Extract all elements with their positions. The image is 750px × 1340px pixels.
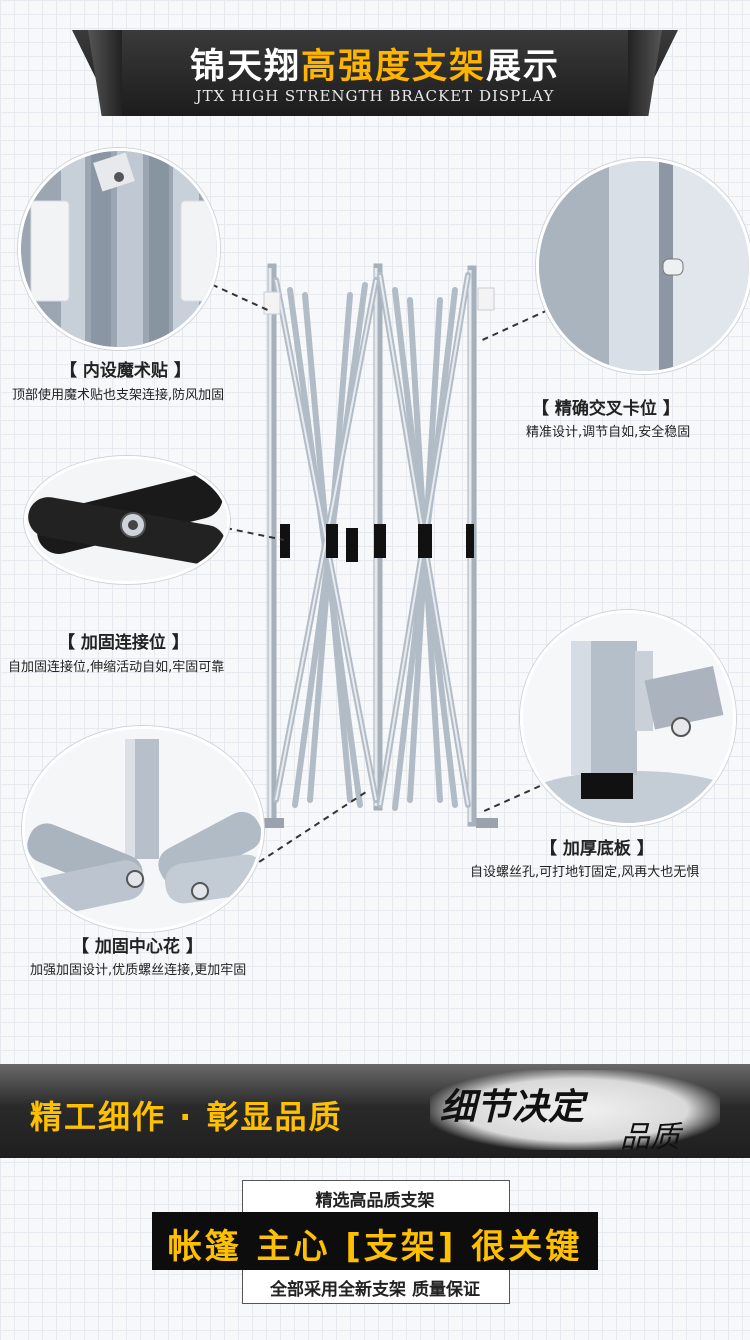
feature-label-velcro: 【 内设魔术贴 】	[60, 361, 191, 381]
feature-label-base-plate: 【 加厚底板 】	[540, 839, 654, 859]
title-highlight: 高强度支架	[300, 47, 486, 87]
feature-label-connector: 【 加固连接位 】	[58, 633, 189, 653]
velcro-detail-photo	[18, 148, 220, 350]
feature-desc-velcro: 顶部使用魔术贴也支架连接,防风加固	[12, 388, 225, 403]
promo-top-text: 精选高品质支架	[315, 1191, 435, 1211]
base-plate-detail-image	[523, 613, 733, 823]
promo-bottom-text: 全部采用全新支架 质量保证	[270, 1280, 480, 1300]
feature-desc-connector: 自加固连接位,伸缩活动自如,牢固可靠	[8, 660, 225, 675]
promo-band-text: 帐篷 主心 [支架] 很关键	[167, 1227, 583, 1267]
base-plate-detail-photo	[520, 610, 736, 826]
center-flower-detail-photo	[22, 726, 264, 932]
center-flower-detail-image	[25, 729, 261, 929]
cross-slot-detail-image	[539, 161, 749, 371]
page-title: 锦天翔高强度支架展示	[0, 38, 750, 89]
feature-desc-base-plate: 自设螺丝孔,可打地钉固定,风再大也无惧	[470, 865, 700, 880]
title-brand: 锦天翔	[189, 47, 301, 87]
feature-label-center-flower: 【 加固中心花 】	[72, 937, 203, 957]
calligraphy-background	[430, 1070, 720, 1150]
page-subtitle: JTX HIGH STRENGTH BRACKET DISPLAY	[195, 87, 555, 105]
feature-label-cross-slot: 【 精确交叉卡位 】	[532, 399, 680, 419]
calligraphy-detail-text: 细节决定	[440, 1086, 585, 1128]
header-banner	[72, 30, 678, 116]
cross-slot-detail-photo	[536, 158, 750, 374]
connector-detail-image	[27, 459, 227, 581]
calligraphy-quality-text: 品质	[620, 1120, 680, 1155]
slogan-text: 精工细作 · 彰显品质	[30, 1098, 343, 1136]
feature-desc-center-flower: 加强加固设计,优质螺丝连接,更加牢固	[30, 963, 247, 978]
bracket-frame-illustration	[201, 263, 581, 869]
feature-desc-cross-slot: 精准设计,调节自如,安全稳固	[526, 425, 691, 440]
connector-detail-photo	[24, 456, 230, 584]
promo-band	[152, 1212, 598, 1270]
title-suffix: 展示	[486, 47, 561, 87]
velcro-detail-image	[21, 151, 217, 347]
